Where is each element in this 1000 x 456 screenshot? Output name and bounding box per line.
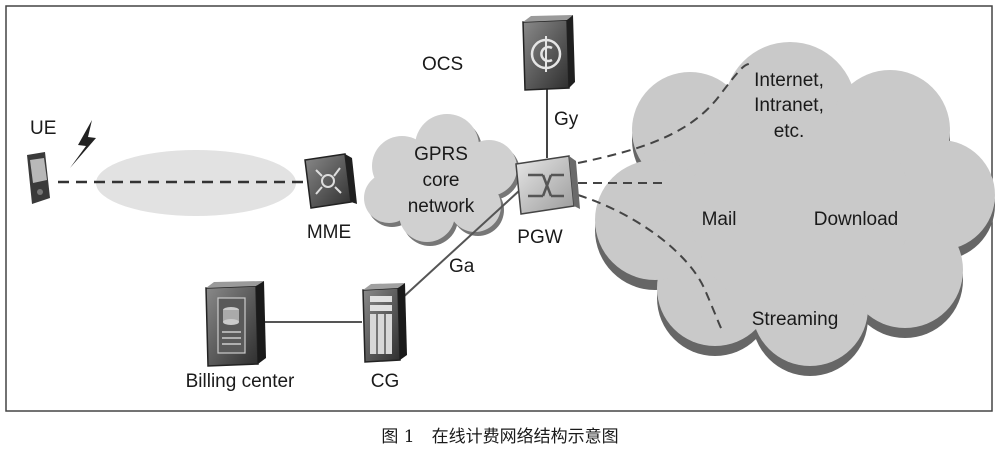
mail-label: Mail [702, 209, 737, 230]
streaming-label: Streaming [752, 309, 839, 330]
pgw-internet-link-bottom [577, 194, 723, 331]
pgw-cg-link [399, 189, 521, 301]
gy-label: Gy [554, 109, 579, 130]
cg-rack-icon [362, 283, 407, 363]
gprs-core-cloud [364, 114, 517, 242]
pgw-device-icon [515, 155, 580, 215]
internet-label-line3: etc. [774, 121, 805, 142]
internet-label-line1: Internet, [754, 70, 824, 91]
ga-label: Ga [449, 256, 475, 277]
figure-caption: 图 1 在线计费网络结构示意图 [381, 427, 618, 447]
pgw-internet-link-top [577, 61, 753, 164]
billing-center-label: Billing center [186, 371, 295, 392]
radio-access-ellipse [96, 150, 296, 216]
mme-label: MME [307, 222, 351, 243]
ue-handset-icon [27, 152, 50, 204]
gprs-label-line1: GPRS [414, 144, 468, 165]
internet-label-line2: Intranet, [754, 95, 824, 116]
cg-label: CG [371, 371, 400, 392]
internet-cloud [595, 42, 995, 366]
gprs-label-line3: network [408, 196, 475, 217]
lightning-icon [70, 120, 96, 168]
gprs-label-line2: core [423, 170, 460, 191]
download-label: Download [814, 209, 899, 230]
ocs-label: OCS [422, 54, 463, 75]
pgw-label: PGW [517, 227, 562, 248]
mme-device-icon [304, 153, 357, 209]
ocs-server-icon [522, 15, 575, 91]
ue-label: UE [30, 118, 56, 139]
billing-center-server-icon [205, 281, 266, 367]
